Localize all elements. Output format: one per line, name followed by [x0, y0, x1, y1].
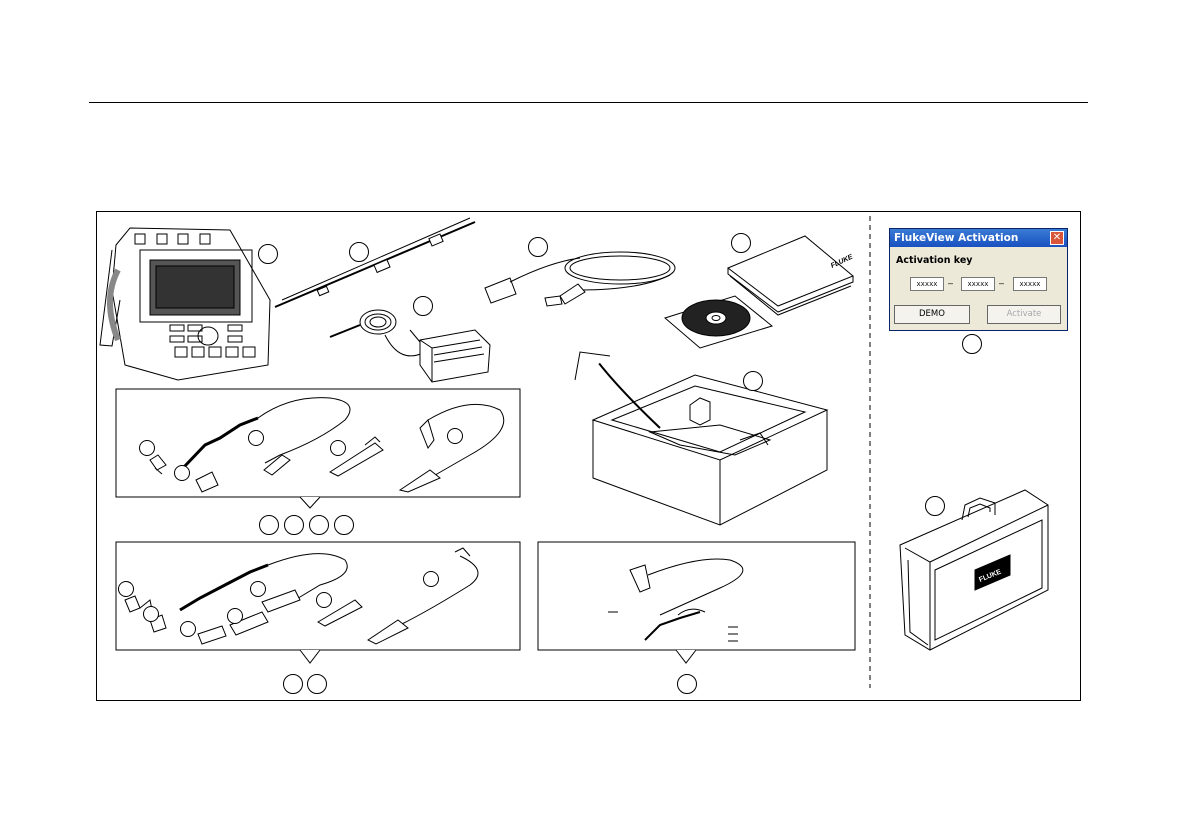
callout-circle: [330, 440, 346, 456]
callout-circle: [259, 515, 279, 535]
power-adapter-illustration: [330, 310, 490, 382]
activation-key-field-1[interactable]: xxxxx: [910, 277, 944, 291]
activation-key-field-2[interactable]: xxxxx: [961, 277, 995, 291]
callout-circle: [283, 674, 303, 694]
key-separator: –: [999, 277, 1004, 289]
callout-circle: [316, 592, 332, 608]
dialog-title-bar: FlukeView Activation ✕: [890, 229, 1067, 247]
callout-circle: [677, 674, 697, 694]
dialog-title: FlukeView Activation: [894, 232, 1018, 244]
callout-circle: [227, 608, 243, 624]
callout-circle: [307, 674, 327, 694]
packaging-box-illustration: [575, 352, 827, 525]
close-icon[interactable]: ✕: [1050, 231, 1064, 245]
activation-key-label: Activation key: [896, 255, 972, 266]
key-separator: –: [948, 277, 953, 289]
scopemeter-illustration: [100, 228, 270, 380]
callout-circle: [284, 515, 304, 535]
activation-dialog: FlukeView Activation ✕ Activation key xx…: [889, 228, 1068, 331]
callout-circle: [174, 465, 190, 481]
cd-illustration: [665, 296, 772, 348]
callout-circle: [143, 606, 159, 622]
callout-circle: [962, 334, 982, 354]
callout-circle: [349, 242, 369, 262]
callout-circle: [258, 244, 278, 264]
callout-circle: [248, 430, 264, 446]
callout-circle: [743, 371, 763, 391]
callout-circle: [250, 581, 266, 597]
callout-circle: [731, 233, 751, 253]
callout-circle: [118, 581, 134, 597]
callout-circle: [139, 440, 155, 456]
activate-button[interactable]: Activate: [987, 305, 1061, 324]
activation-key-field-3[interactable]: xxxxx: [1013, 277, 1047, 291]
usb-cable-illustration: [485, 252, 675, 306]
demo-button[interactable]: DEMO: [894, 305, 970, 324]
callout-circle: [528, 237, 548, 257]
hanging-strap-illustration: [275, 218, 475, 307]
callout-circle: [413, 296, 433, 316]
callout-circle: [334, 515, 354, 535]
callout-circle: [447, 428, 463, 444]
callout-circle: [925, 496, 945, 516]
callout-circle: [180, 621, 196, 637]
callout-circle: [423, 571, 439, 587]
test-lead-box: [538, 542, 855, 663]
carrying-case-illustration: [900, 490, 1048, 650]
callout-circle: [309, 515, 329, 535]
